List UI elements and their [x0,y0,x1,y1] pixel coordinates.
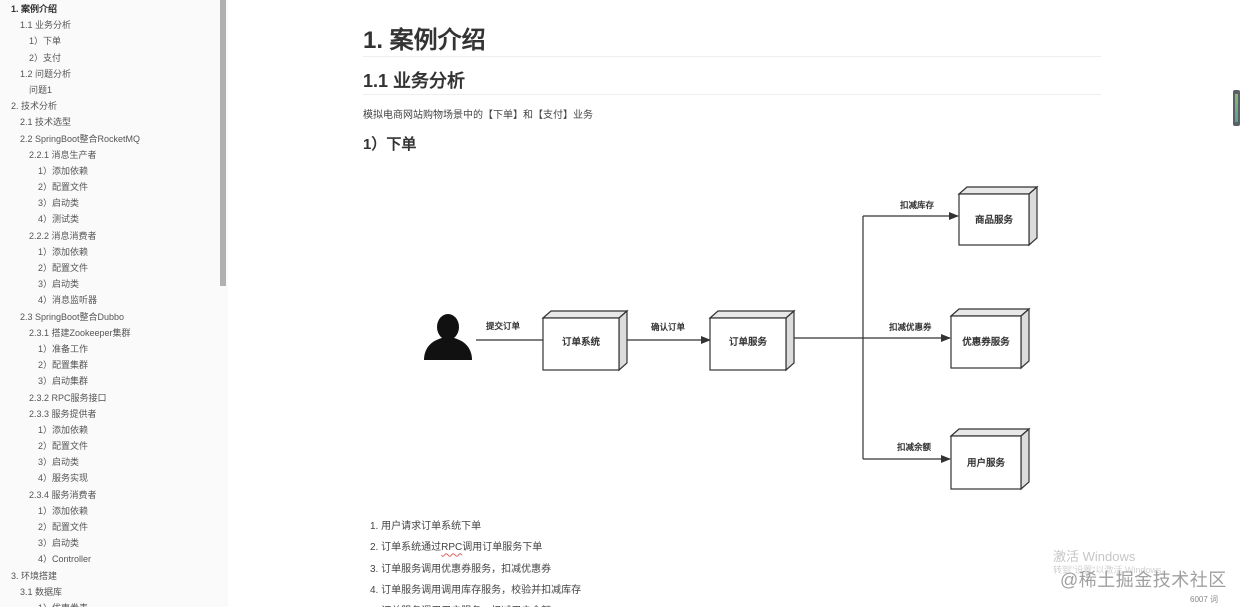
outline-item[interactable]: 1）优惠券表 [0,600,220,607]
step-item: 1. 用户请求订单系统下单 [370,516,581,537]
node-order-service: 订单服务 [708,309,796,372]
outline-item[interactable]: 3）启动类 [38,457,80,468]
outline-item[interactable]: 2. 技术分析 [11,101,58,112]
windows-activation-subtitle: 转到"设置"以激活 Windows。 [1053,565,1171,575]
outline-item[interactable]: 问题1 [29,84,53,95]
outline-item[interactable]: 1.1 业务分析 [20,20,72,31]
step-text: 4. 订单服务调用调用库存服务，校验并扣减库存 [370,584,582,596]
outline-item[interactable]: 4）服务实现 [38,473,89,484]
outline-item[interactable]: 2）配置文件 [38,182,89,193]
sidebar-scrollbar[interactable] [220,0,226,286]
outline-item[interactable]: 4）测试类 [38,214,80,225]
outline-item[interactable]: 1）添加依赖 [38,246,89,257]
node-user-service: 用户服务 [949,427,1031,491]
outline-item[interactable]: 2.2.2 消息消费者 [29,230,97,241]
outline-item[interactable]: 2）配置文件 [38,263,89,273]
node-label-user-service: 用户服务 [966,457,1006,469]
step-item: 4. 订单服务调用调用库存服务，校验并扣减库存 [370,580,581,601]
windows-activation-title: 激活 Windows [1053,549,1136,564]
outline-item[interactable]: 3）启动类 [38,279,80,290]
edge-label-deduct-balance: 扣减余额 [897,442,932,452]
step-item: 3. 订单服务调用优惠券服务，扣减优惠券 [370,559,581,580]
watermark: @稀土掘金技术社区 [1060,570,1227,590]
heading-1: 1. 案例介绍 [363,27,486,54]
outline-item[interactable]: 2.3.3 服务提供者 [29,408,97,419]
node-coupon-service: 优惠券服务 [949,307,1031,370]
outline-item[interactable]: 1）添加依赖 [38,424,89,435]
user-actor-icon [424,314,472,360]
step-text: 1. 用户请求订单系统下单 [370,521,482,532]
outline-item[interactable]: 1）添加依赖 [38,165,89,176]
steps-list: 1. 用户请求订单系统下单 2. 订单系统通过RPC调用订单服务下单 3. 订单服务… [370,516,581,607]
node-order-system: 订单系统 [541,309,629,372]
outline-item[interactable]: 1）下单 [29,36,62,47]
outline-item[interactable]: 2.2 SpringBoot整合RocketMQ [20,133,141,144]
edge-label-deduct-stock: 扣减库存 [900,200,935,210]
outline-item[interactable]: 2.3 SpringBoot整合Dubbo [20,311,125,322]
heading-2-divider [363,94,1101,95]
edge-label-confirm-order: 确认订单 [651,322,686,332]
node-label-order-system: 订单系统 [562,336,601,348]
step-text-suffix: 调用订单服务下单 [462,542,543,554]
heading-2: 1.1 业务分析 [363,71,466,91]
diagram-svg: 提交订单 订单系统 确认订单 订单服务 [424,185,1039,491]
step-item: 2. 订单系统通过RPC调用订单服务下单 [370,537,581,558]
outline-item[interactable]: 1. 案例介绍 [11,4,58,14]
outline-item[interactable]: 2.2.1 消息生产者 [29,149,97,160]
minimap-scroll-indicator[interactable] [1233,90,1240,126]
editor-main: 1. 案例介绍 1.1 业务分析 模拟电商网站购物场景中的【下单】和【支付】业务… [228,0,1240,607]
step-text: 2. 订单系统通过 [370,542,442,554]
node-label-goods-service: 商品服务 [975,214,1014,226]
node-label-coupon-service: 优惠券服务 [962,336,1010,348]
step-text: 3. 订单服务调用优惠券服务，扣减优惠券 [370,563,552,575]
spellcheck-word: RPC [441,542,463,554]
word-count[interactable]: 6007 词 [1190,595,1219,604]
outline-list: 1. 案例介绍 1.1 业务分析 1）下单 2）支付 1.2 问题分析问题1 2. 技术分… [0,1,220,607]
outline-item[interactable]: 2.3.2 RPC服务接口 [29,392,107,403]
outline-item[interactable]: 3. 环境搭建 [11,570,58,581]
node-goods-service: 商品服务 [957,185,1039,247]
outline-item[interactable]: 2）支付 [29,52,62,63]
outline-item[interactable]: 3.1 数据库 [20,586,63,597]
outline-item[interactable]: 2.3.4 服务消费者 [29,489,97,500]
order-flow-diagram: 提交订单 订单系统 确认订单 订单服务 [408,170,1048,500]
edge-label-submit-order: 提交订单 [486,321,521,331]
outline-item[interactable]: 1）准备工作 [38,343,89,354]
heading-3: 1）下单 [363,136,417,153]
outline-item[interactable]: 2）配置集群 [38,360,89,371]
outline-item[interactable]: 2.3.1 搭建Zookeeper集群 [29,327,131,338]
edge-label-deduct-coupon: 扣减优惠券 [889,322,932,332]
outline-item[interactable]: 2.1 技术选型 [20,117,72,128]
outline-item[interactable]: 4）Controller [38,554,92,565]
outline-item[interactable]: 2）配置文件 [38,441,89,452]
heading-1-divider [363,56,1101,57]
step-item: 5. 订单服务调用用户服务，扣减用户余额 [370,601,581,607]
outline-item[interactable]: 3）启动集群 [38,376,89,387]
node-label-order-service: 订单服务 [729,336,768,348]
outline-sidebar: 1. 案例介绍 1.1 业务分析 1）下单 2）支付 1.2 问题分析问题1 2. 技术分… [0,0,228,607]
outline-item[interactable]: 3）启动类 [38,198,80,209]
outline-item[interactable]: 3）启动类 [38,538,80,549]
outline-item[interactable]: 2）配置文件 [38,522,89,532]
outline-item[interactable]: 1）添加依赖 [38,505,89,516]
intro-paragraph: 模拟电商网站购物场景中的【下单】和【支付】业务 [363,110,593,121]
outline-item[interactable]: 4）消息监听器 [38,295,98,306]
outline-item[interactable]: 1.2 问题分析 [20,68,72,79]
